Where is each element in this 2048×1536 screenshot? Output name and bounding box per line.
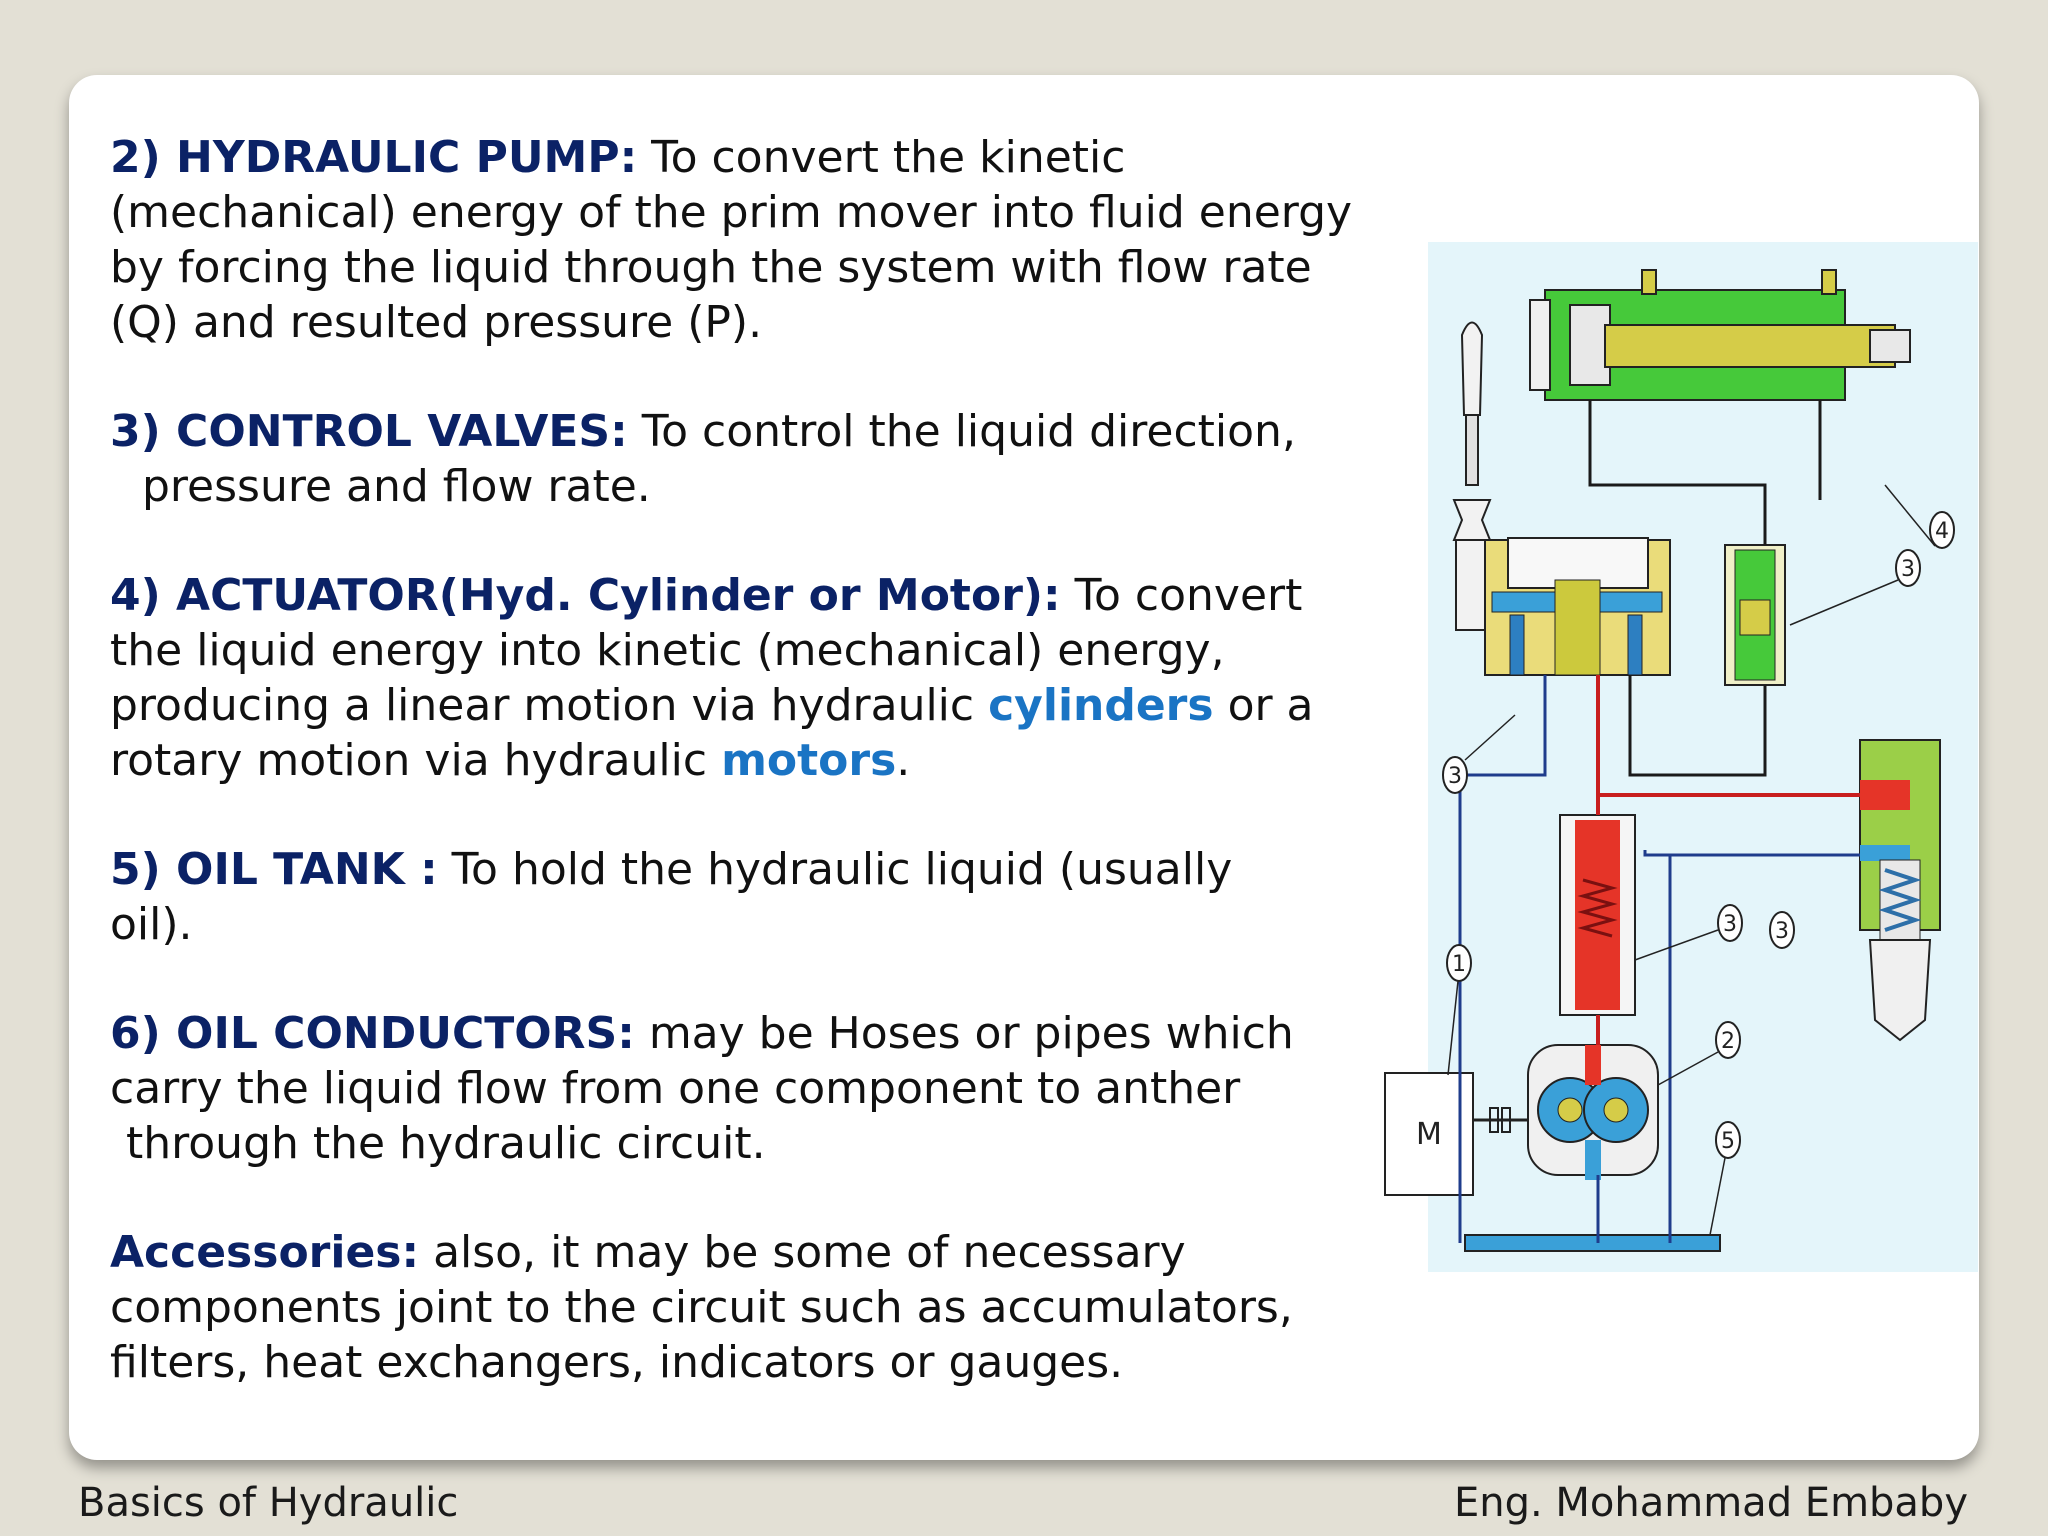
highlight-cylinders: cylinders (988, 680, 1214, 731)
paragraph-oil-conductors: 6) OIL CONDUCTORS: may be Hoses or pipes… (110, 1006, 1440, 1171)
text: components joint to the circuit such as … (110, 1282, 1293, 1333)
text: carry the liquid flow from one component… (110, 1063, 1241, 1114)
callout-3c-label: 3 (1723, 912, 1737, 937)
cylinder-actuator (1529, 269, 1911, 401)
text: may be Hoses or pipes which (634, 1008, 1294, 1059)
callout-3b-label: 3 (1448, 764, 1462, 789)
callout-4-label: 4 (1935, 519, 1949, 544)
heading-oil-tank: 5) OIL TANK : (110, 844, 438, 895)
text: pressure and flow rate. (142, 461, 651, 512)
paragraph-actuator: 4) ACTUATOR(Hyd. Cylinder or Motor): To … (110, 568, 1440, 788)
paragraph-control-valves: 3) CONTROL VALVES: To control the liquid… (110, 404, 1440, 514)
heading-actuator: 4) ACTUATOR(Hyd. Cylinder or Motor): (110, 570, 1061, 621)
callout-3c (1717, 904, 1743, 942)
text: by forcing the liquid through the system… (110, 242, 1312, 293)
text: the liquid energy into kinetic (mechanic… (110, 625, 1225, 676)
paragraph-oil-tank: 5) OIL TANK : To hold the hydraulic liqu… (110, 842, 1440, 952)
heading-hydraulic-pump: 2) HYDRAULIC PUMP: (110, 132, 638, 183)
text: rotary motion via hydraulic (110, 735, 722, 786)
electric-motor: M (1384, 1072, 1528, 1196)
callout-1-label: 1 (1452, 952, 1466, 977)
callout-3a-label: 3 (1901, 557, 1915, 582)
check-valve (1724, 544, 1786, 686)
paragraph-accessories: Accessories: also, it may be some of nec… (110, 1225, 1440, 1390)
heading-oil-conductors: 6) OIL CONDUCTORS: (110, 1008, 635, 1059)
heading-accessories: Accessories: (110, 1227, 420, 1278)
text: also, it may be some of necessary (419, 1227, 1186, 1278)
text: (mechanical) energy of the prim mover in… (110, 187, 1353, 238)
text: (Q) and resulted pressure (P). (110, 297, 763, 348)
filter (1559, 814, 1636, 1016)
text: producing a linear motion via hydraulic (110, 680, 989, 731)
text: To control the liquid direction, (627, 406, 1296, 457)
text: filters, heat exchangers, indicators or … (110, 1337, 1124, 1388)
callout-5-label: 5 (1721, 1129, 1735, 1154)
callout-3d (1769, 911, 1795, 949)
callout-4 (1929, 511, 1955, 549)
text: To hold the hydraulic liquid (usually (437, 844, 1233, 895)
text: oil). (110, 899, 193, 950)
slide-text: 2) HYDRAULIC PUMP: To convert the kineti… (110, 130, 1440, 1444)
highlight-motors: motors (721, 735, 897, 786)
gear-pump (1527, 1044, 1659, 1180)
text: or a (1213, 680, 1314, 731)
hydraulic-circuit-diagram: M 4 3 3 3 3 1 (1384, 242, 1978, 1272)
text: To convert the kinetic (637, 132, 1126, 183)
paragraph-hydraulic-pump: 2) HYDRAULIC PUMP: To convert the kineti… (110, 130, 1440, 350)
callout-3a (1895, 549, 1921, 587)
callout-3d-label: 3 (1775, 919, 1789, 944)
callout-labels: 4 3 3 3 3 1 2 5 (1442, 484, 1955, 1236)
text: To convert (1060, 570, 1303, 621)
circuit-lines (1458, 400, 1860, 1243)
text: through the hydraulic circuit. (126, 1118, 766, 1169)
motor-label: M (1416, 1117, 1442, 1152)
relief-valve (1859, 739, 1941, 1042)
text: . (896, 735, 911, 786)
heading-control-valves: 3) CONTROL VALVES: (110, 406, 628, 457)
callout-3b (1442, 756, 1468, 794)
callout-2 (1715, 1021, 1741, 1059)
directional-control-valve (1484, 537, 1671, 676)
hand-lever (1452, 321, 1492, 631)
callout-2-label: 2 (1721, 1029, 1735, 1054)
callout-1 (1446, 944, 1472, 982)
callout-5 (1715, 1121, 1741, 1159)
footer-course-title: Basics of Hydraulic (78, 1480, 459, 1526)
oil-tank (1464, 1234, 1721, 1252)
footer-author: Eng. Mohammad Embaby (1453, 1480, 1968, 1526)
